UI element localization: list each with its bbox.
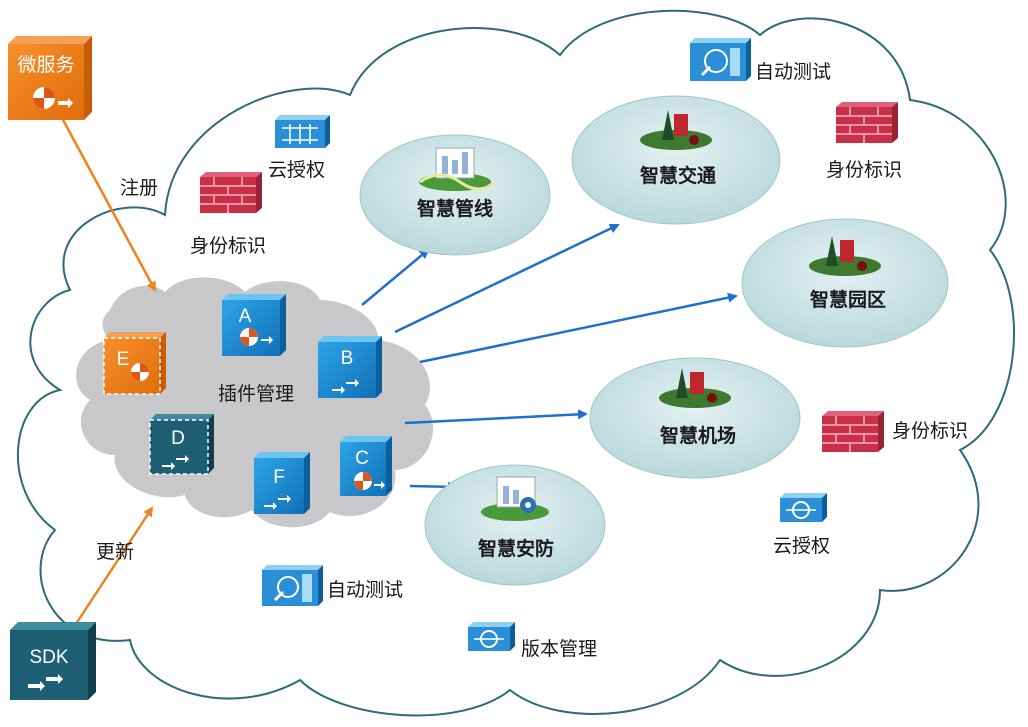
app-traffic[interactable]: 智慧交通 [571,95,781,225]
plugin-b-label: B [341,348,354,369]
plugin-d-label: D [171,428,185,449]
plugin-mgmt-label: 插件管理 [218,383,294,405]
firewall-top-left-icon[interactable] [199,171,263,214]
plugin-e-label: E [117,349,130,370]
app-park[interactable]: 智慧园区 [741,218,949,348]
airport-label: 智慧机场 [660,424,736,447]
version-mgmt-icon[interactable] [468,622,515,651]
auto-test-top-icon[interactable] [690,38,751,81]
plugin-f-label: F [273,467,285,488]
plugin-c[interactable]: C [340,436,392,496]
microservice-label: 微服务 [17,54,74,76]
update-arrow [70,506,154,631]
arrow-to-pipeline [361,248,430,306]
identity-top-right-label: 身份标识 [826,159,902,181]
update-label: 更新 [96,541,134,563]
auto-test-top-label: 自动测试 [755,61,831,83]
security-icon [481,476,549,521]
firewall-right-icon[interactable] [821,410,885,453]
security-label: 智慧安防 [478,537,554,560]
airport-icon [659,368,731,408]
cloud-auth-right-icon[interactable] [780,493,827,522]
arrow-to-traffic [394,223,620,334]
plugin-b[interactable]: B [318,336,382,398]
cloud-auth-right-label: 云授权 [773,535,830,557]
cloud-auth-left-label: 云授权 [268,159,325,181]
park-label: 智慧园区 [810,288,886,311]
sdk-label: SDK [29,647,68,668]
firewall-top-right-icon[interactable] [835,101,899,144]
plugin-f[interactable]: F [254,452,310,514]
register-arrow [60,117,157,292]
traffic-label: 智慧交通 [640,164,717,187]
plugin-d[interactable]: D [149,414,214,475]
cloud-auth-left-icon[interactable] [275,115,330,148]
app-pipeline[interactable]: 智慧管线 [359,134,551,256]
identity-top-left-label: 身份标识 [190,235,266,257]
identity-right-label: 身份标识 [892,420,968,442]
auto-test-bottom-icon[interactable] [262,565,323,606]
pipeline-label: 智慧管线 [417,197,493,220]
app-airport[interactable]: 智慧机场 [589,357,801,479]
plugin-a[interactable]: A [222,294,286,356]
plugin-a-label: A [239,306,252,327]
version-mgmt-label: 版本管理 [521,638,597,660]
park-icon [809,236,881,276]
plugin-c-label: C [355,448,369,469]
register-label: 注册 [120,177,158,199]
pipeline-icon [419,147,496,191]
arrow-to-park [419,292,738,364]
arrow-to-airport [404,409,588,425]
plugin-e[interactable]: E [103,332,166,395]
microservice-box[interactable]: 微服务 [8,36,92,120]
sdk-box[interactable]: SDK [10,622,96,700]
traffic-icon [640,110,712,150]
auto-test-bottom-label: 自动测试 [327,579,403,601]
app-security[interactable]: 智慧安防 [424,464,606,586]
